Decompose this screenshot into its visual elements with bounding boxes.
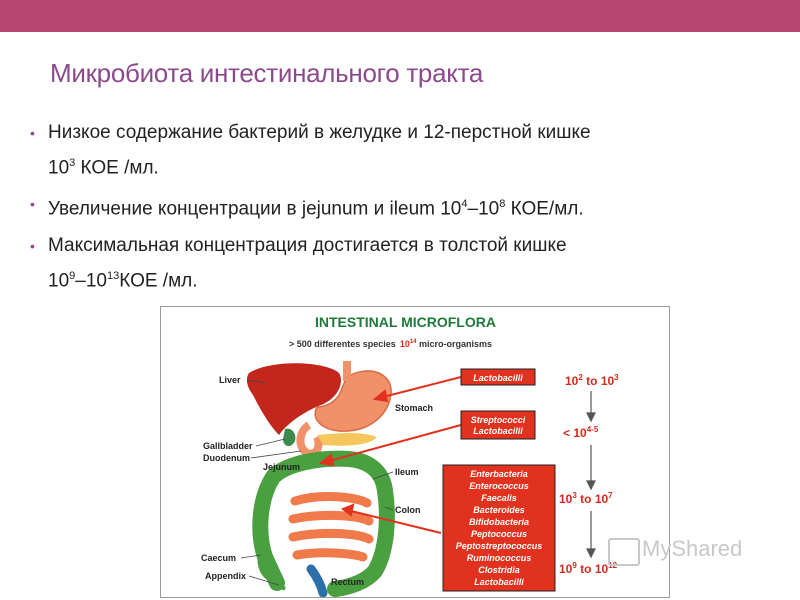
label-liver: Liver <box>219 375 241 385</box>
bacteria-box-stomach <box>460 368 536 386</box>
figure-canvas: INTESTINAL MICROFLORA > 500 differentes … <box>201 314 619 597</box>
arrow-to-stomach <box>382 376 462 398</box>
exponent: 9 <box>69 269 76 282</box>
gallbladder-organ <box>283 428 296 447</box>
bullet-text: Низкое содержание бактерий в желудке и 1… <box>48 122 591 143</box>
figure-title: INTESTINAL MICROFLORA <box>315 314 496 330</box>
bullet-dot-icon: • <box>30 237 35 254</box>
bacteria-name: Faecalis <box>481 493 517 503</box>
bullet-dot-icon: • <box>30 125 35 141</box>
label-rectum: Rectum <box>331 577 364 587</box>
leader-line <box>372 471 394 480</box>
subtitle-num: 10 <box>400 339 410 349</box>
concentration-small-intestine: < 104-5 <box>563 425 599 440</box>
bacteria-name: Lactobacilli <box>474 577 524 587</box>
colon-organ <box>252 450 395 597</box>
bacteria-name: Enterbacteria <box>470 469 528 479</box>
leader-line <box>250 450 302 459</box>
bacteria-name: Bacteroides <box>473 505 525 515</box>
subtitle-post: micro-organisms <box>417 339 493 349</box>
bullet-text: –10 <box>467 198 500 220</box>
exponent: 3 <box>69 157 76 169</box>
bullet-text: КОЕ /мл. <box>119 269 198 291</box>
leader-line <box>255 438 286 447</box>
leader-line <box>246 379 266 384</box>
concentration-stomach: 102 to 103 <box>565 373 619 388</box>
liver-organ <box>246 363 341 435</box>
label-gallbladder: Gallbladder <box>203 441 253 451</box>
exponent: 4 <box>461 198 468 211</box>
caecum-organ <box>257 547 275 582</box>
bacteria-name: Ruminococcus <box>467 553 532 563</box>
leader-line <box>384 506 394 511</box>
bullet-list: • Низкое содержание бактерий в желудке и… <box>30 118 790 302</box>
duodenum-organ <box>296 421 323 458</box>
watermark: MyShared <box>604 536 742 562</box>
exponent: 13 <box>106 269 120 282</box>
arrow-to-colon <box>350 510 442 534</box>
bacteria-name: Clostridia <box>478 565 520 575</box>
slide-title: Микробиота интестинального тракта <box>50 58 484 88</box>
bacteria-name: Lactobacilli <box>473 373 523 383</box>
bacteria-name: Peptococcus <box>471 529 527 539</box>
bullet-text: 10 <box>48 157 70 179</box>
arrowhead-icon <box>586 412 596 423</box>
bullet-text: 10 <box>48 269 70 291</box>
bullet-item: • Увеличение концентрации в jejunum и il… <box>30 189 790 224</box>
pancreas-organ <box>317 433 377 446</box>
esophagus-organ <box>343 361 351 381</box>
concentration-colon-upper: 103 to 107 <box>559 491 613 506</box>
bacteria-box-colon <box>442 464 556 592</box>
bacteria-name: Peptostreptococcus <box>456 541 543 551</box>
bullet-text: Максимальная концентрация достигается в … <box>48 234 567 256</box>
subtitle-sup: 14 <box>410 339 417 345</box>
bullet-text: КОЕ /мл. <box>75 157 159 179</box>
bullet-text: –10 <box>75 269 107 291</box>
top-accent-bar <box>0 0 800 32</box>
leader-line <box>248 575 280 586</box>
bullet-text: Увеличение концентрации в jejunum и ileu… <box>48 198 462 220</box>
rectum-organ <box>306 564 328 597</box>
appendix-organ <box>271 575 286 591</box>
bullet-text: КОЕ/мл. <box>505 198 584 220</box>
bacteria-box-small-intestine <box>460 410 536 440</box>
watermark-logo-icon <box>608 538 640 566</box>
bacteria-name: Lactobacilli <box>473 426 523 436</box>
label-jejunum: Jejunum <box>263 462 300 472</box>
arrowhead-icon <box>372 389 389 403</box>
exponent: 8 <box>499 198 506 211</box>
bullet-item: • Максимальная концентрация достигается … <box>30 231 790 296</box>
arrowhead-icon <box>340 503 355 517</box>
bacteria-name: Enterococcus <box>469 481 529 491</box>
bacteria-name: Bifidobacteria <box>469 517 529 527</box>
bacteria-name: Streptococci <box>471 415 526 425</box>
stomach-organ <box>314 370 392 432</box>
leader-line <box>240 554 262 559</box>
label-ileum: Ileum <box>395 467 419 477</box>
arrowhead-icon <box>586 548 596 559</box>
arrowhead-icon <box>318 453 335 467</box>
small-intestine-organ <box>288 492 374 562</box>
bullet-item: • Низкое содержание бактерий в желудке и… <box>30 118 790 183</box>
label-stomach: Stomach <box>395 403 433 413</box>
label-appendix: Appendix <box>205 571 246 581</box>
arrowhead-icon <box>586 480 596 491</box>
label-duodenum: Duodenum <box>203 453 250 463</box>
watermark-text: MyShared <box>642 536 743 561</box>
figure-subtitle: > 500 differentes species 1014 micro-orga… <box>289 339 492 349</box>
label-colon: Colon <box>395 505 421 515</box>
subtitle-pre: > 500 differentes species <box>289 339 396 349</box>
label-caecum: Caecum <box>201 553 236 563</box>
intestinal-microflora-figure: INTESTINAL MICROFLORA > 500 differentes … <box>160 306 670 598</box>
arrow-to-small-intestine <box>328 424 462 462</box>
bullet-dot-icon: • <box>30 196 35 213</box>
